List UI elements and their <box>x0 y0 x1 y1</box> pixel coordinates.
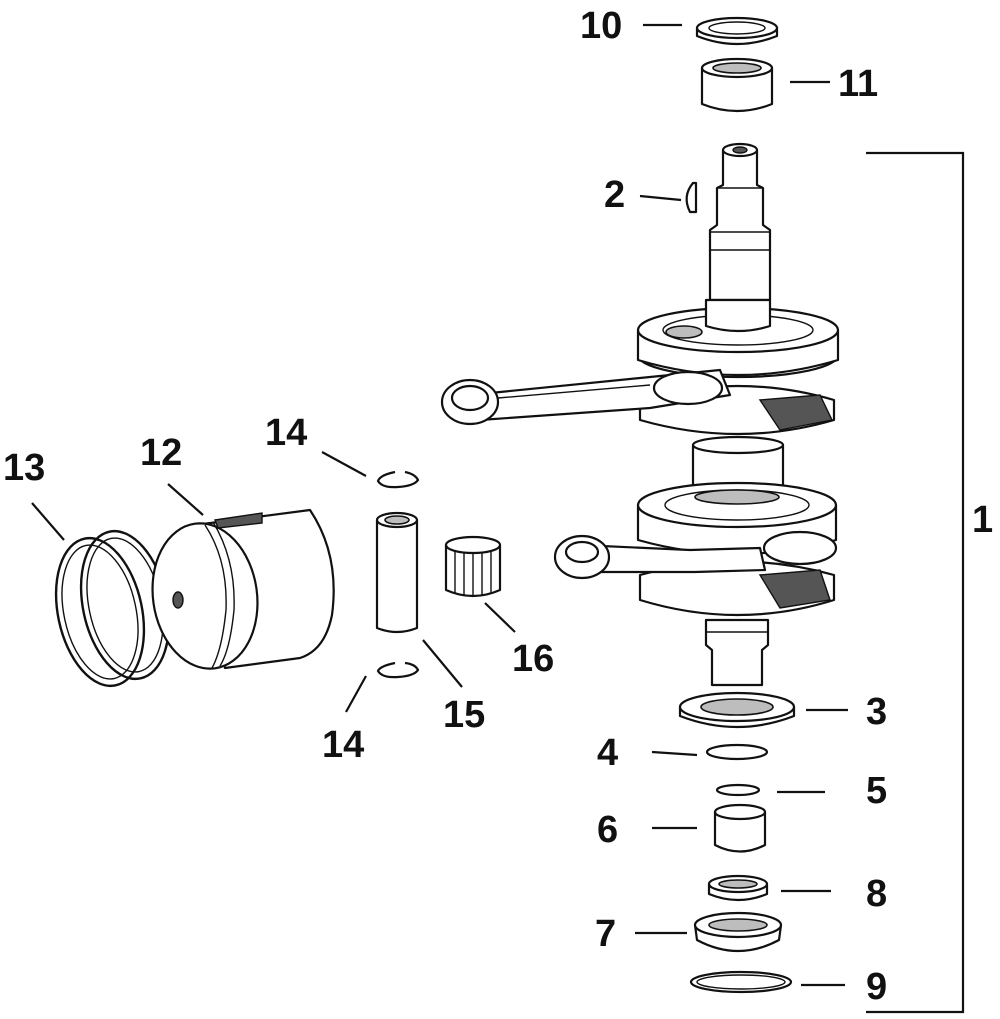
callout-labels: 1 2 3 4 5 6 7 8 9 10 11 12 13 14 14 15 1… <box>3 5 993 1008</box>
assembly-bracket <box>866 151 965 1014</box>
part-14-clip-lower <box>376 661 420 679</box>
part-3-bearing <box>678 691 796 729</box>
callout-15: 15 <box>443 694 485 736</box>
part-2-key <box>685 181 698 214</box>
callout-14-lower: 14 <box>322 724 364 766</box>
callout-1: 1 <box>972 499 993 541</box>
part-15-piston-pin <box>375 511 419 634</box>
callout-8: 8 <box>866 873 887 915</box>
part-6-sleeve <box>713 803 767 853</box>
callout-14-upper: 14 <box>265 412 307 454</box>
callout-16: 16 <box>512 638 554 680</box>
part-10-seal <box>695 16 779 46</box>
part-8-seal <box>707 874 769 902</box>
callout-5: 5 <box>866 770 887 812</box>
callout-10: 10 <box>580 5 622 47</box>
callout-13: 13 <box>3 447 45 489</box>
callout-6: 6 <box>597 809 618 851</box>
callout-7: 7 <box>595 913 616 955</box>
part-12-piston <box>151 508 335 670</box>
callout-4: 4 <box>597 732 618 774</box>
part-11-bearing <box>700 57 774 113</box>
callout-2: 2 <box>604 174 625 216</box>
part-7-housing <box>693 911 783 953</box>
callout-12: 12 <box>140 432 182 474</box>
leader-lines <box>31 23 848 987</box>
part-4-snap-ring <box>705 743 769 761</box>
part-16-needle-bearing <box>444 535 502 598</box>
crankshaft-assembly <box>440 142 840 687</box>
part-5-ring <box>715 783 761 797</box>
part-9-o-ring <box>689 970 793 994</box>
callout-9: 9 <box>866 966 887 1008</box>
part-14-clip-upper <box>376 470 420 489</box>
callout-11: 11 <box>838 63 878 105</box>
callout-3: 3 <box>866 691 887 733</box>
